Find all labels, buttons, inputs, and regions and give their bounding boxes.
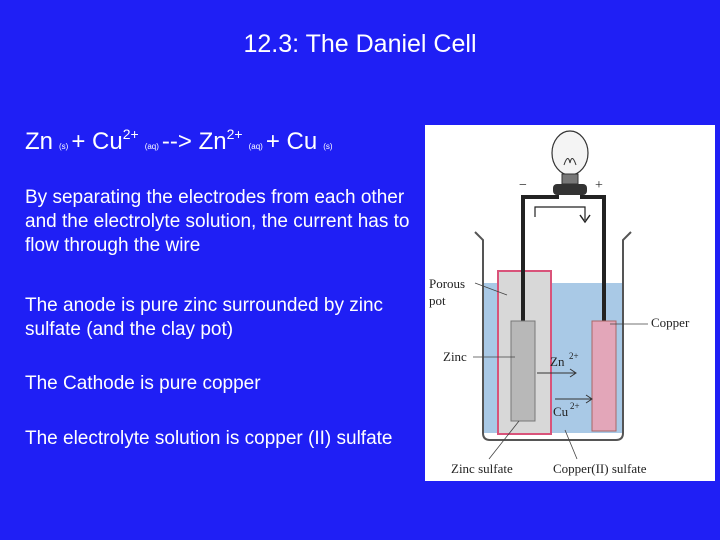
zinc-sulfate-pointer: [488, 420, 520, 460]
paragraph-separation: By separating the electrodes from each o…: [25, 187, 410, 256]
porous-label: Porous: [429, 276, 465, 291]
zn-ion: Zn: [550, 354, 565, 369]
eq-state-aq-1: (aq): [144, 142, 159, 151]
bulb-socket: [553, 184, 587, 195]
eq-plus-cu-2: + Cu: [265, 128, 318, 155]
copper-sulfate-label: Copper(II) sulfate: [553, 461, 647, 476]
zn-ion-arrowhead: [569, 368, 577, 378]
plus-sign: +: [595, 178, 603, 193]
copper-sulfate-pointer: [564, 429, 578, 460]
cu-ion-charge: 2+: [570, 401, 580, 411]
eq-state-s-1: (s): [59, 142, 69, 151]
cu-ion: Cu: [553, 404, 569, 419]
bulb-base: [561, 173, 579, 185]
cu-ion-arrowhead: [585, 394, 593, 404]
bulb-filament: [563, 158, 577, 166]
copper-electrode: [591, 320, 617, 432]
light-bulb: [551, 130, 589, 176]
pot-label: pot: [429, 293, 446, 308]
minus-sign: −: [519, 178, 527, 193]
current-arrow: [534, 206, 586, 220]
daniell-cell-diagram: − + Porous pot Copper Zinc Zn 2+ Cu 2+ Z…: [425, 125, 715, 481]
eq-state-s-2: (s): [323, 142, 333, 151]
reaction-equation: Zn(s)+ Cu2+(aq)--> Zn2+(aq)+ Cu(s): [25, 126, 336, 156]
copper-label: Copper: [651, 315, 690, 330]
slide-title: 12.3: The Daniel Cell: [243, 30, 477, 58]
eq-zn-charge: 2+: [226, 126, 243, 142]
paragraph-anode: The anode is pure zinc surrounded by zin…: [25, 295, 384, 340]
current-arrowhead: [579, 214, 591, 224]
zinc-label: Zinc: [443, 349, 467, 364]
zn-ion-charge: 2+: [569, 351, 579, 361]
eq-arrow-zn: --> Zn: [161, 128, 227, 155]
paragraph-electrolyte: The electrolyte solution is copper (II) …: [25, 428, 393, 449]
zinc-electrode: [510, 320, 536, 422]
eq-state-aq-2: (aq): [248, 142, 263, 151]
wire-copper: [580, 195, 606, 322]
eq-cu-charge: 2+: [122, 126, 139, 142]
eq-plus-cu: + Cu: [71, 128, 123, 155]
zinc-sulfate-label: Zinc sulfate: [451, 461, 513, 476]
beaker: [474, 231, 632, 441]
paragraph-cathode: The Cathode is pure copper: [25, 373, 261, 394]
eq-zn: Zn: [25, 128, 54, 155]
wire-zinc: [521, 195, 559, 322]
daniell-cell-svg: − + Porous pot Copper Zinc Zn 2+ Cu 2+ Z…: [429, 130, 690, 476]
porous-pointer: [474, 282, 508, 296]
